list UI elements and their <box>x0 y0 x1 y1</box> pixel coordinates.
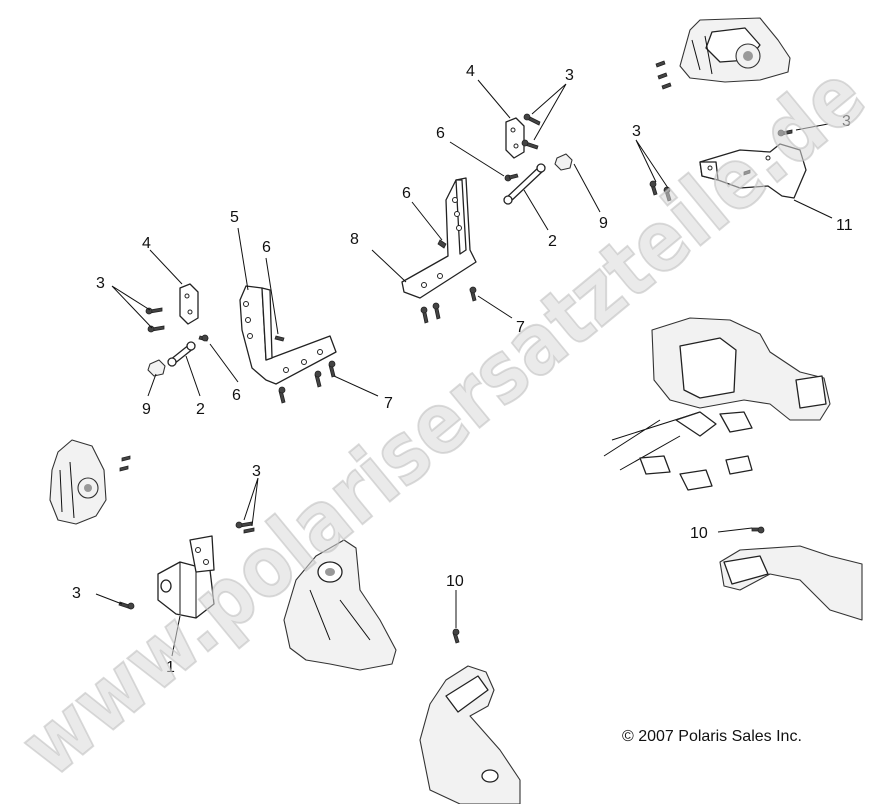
screws-11 <box>649 129 793 202</box>
callout-3-right-b: 3 <box>842 113 851 130</box>
bolts-5 <box>278 360 336 404</box>
callout-2-left: 2 <box>196 401 205 418</box>
nut-left <box>147 359 166 377</box>
mounting-bracket-5 <box>239 285 337 385</box>
callout-7-mid: 7 <box>516 319 525 336</box>
headlight-housing-right <box>679 17 791 83</box>
callout-4-top: 4 <box>466 63 475 80</box>
callout-11: 11 <box>836 217 853 234</box>
callout-8: 8 <box>350 231 359 248</box>
mounting-bracket-8 <box>401 177 477 299</box>
callout-4-left: 4 <box>142 235 151 252</box>
screw-small <box>655 60 672 90</box>
frame-section-lower-center <box>283 539 397 671</box>
screws-left <box>145 307 165 333</box>
callout-9-left: 9 <box>142 401 151 418</box>
callout-6-left: 6 <box>232 387 241 404</box>
callout-3-left: 3 <box>96 275 105 292</box>
callout-6-top: 6 <box>436 125 445 142</box>
bolts-8 <box>420 286 477 324</box>
link-rod-left <box>167 334 209 367</box>
callout-6-mid: 6 <box>402 185 411 202</box>
callout-2-top: 2 <box>548 233 557 250</box>
callout-10-right: 10 <box>690 525 708 542</box>
screws-1 <box>118 521 255 610</box>
screws-top <box>521 113 541 150</box>
link-rod-top <box>503 163 546 205</box>
callout-5: 5 <box>230 209 239 226</box>
callout-labels: 4 3 6 9 2 3 3 11 5 6 6 8 7 4 3 9 2 6 7 3… <box>72 63 853 676</box>
callout-3-right-a: 3 <box>632 123 641 140</box>
frame-section-bottom-center <box>419 628 521 804</box>
callout-3-top: 3 <box>565 67 574 84</box>
callout-3-lowleft: 3 <box>72 585 81 602</box>
callout-7-left: 7 <box>384 395 393 412</box>
callout-9-top: 9 <box>599 215 608 232</box>
bracket-1 <box>157 535 215 619</box>
callout-6-bracket: 6 <box>262 239 271 256</box>
nut-top <box>554 153 573 171</box>
frame-section-right-lower <box>719 526 863 621</box>
leader-lines <box>95 79 833 657</box>
callout-10-low: 10 <box>446 573 464 590</box>
callout-3-low: 3 <box>252 463 261 480</box>
bracket-11 <box>699 143 807 199</box>
bracket-block-top <box>505 117 525 159</box>
body-section-right <box>603 317 831 491</box>
callout-1: 1 <box>166 659 175 676</box>
headlight-housing-left <box>49 439 131 525</box>
bracket-block-left <box>179 283 199 325</box>
copyright-text: © 2007 Polaris Sales Inc. <box>622 728 802 745</box>
